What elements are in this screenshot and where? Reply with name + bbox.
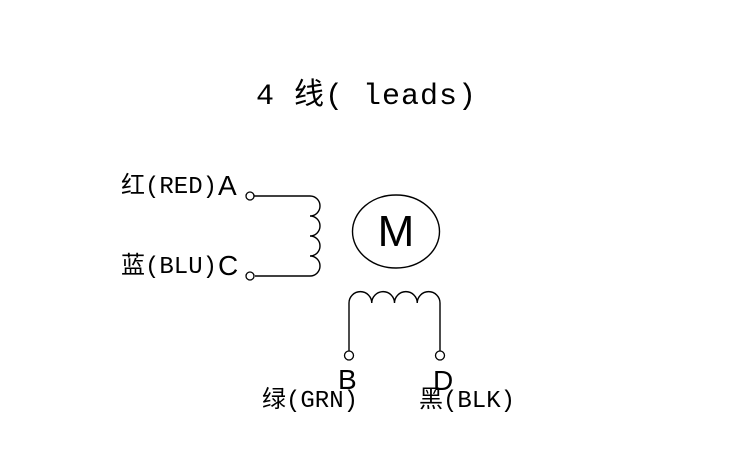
motor-letter: M [377, 206, 415, 256]
terminal-dot-d [434, 350, 446, 361]
diagram-title: 4 线( leads) [256, 80, 478, 114]
wire-label-black: 黑(BLK) [419, 388, 516, 415]
terminal-dot-c [245, 271, 255, 281]
motor-circle [351, 194, 441, 269]
terminal-dot-a [245, 191, 255, 201]
wire-label-green: 绿(GRN) [262, 388, 359, 415]
wire-label-red: 红(RED) [121, 174, 218, 201]
terminal-dot-b [343, 350, 355, 361]
terminal-letter-b: B [338, 364, 357, 395]
terminal-letter-a: A [218, 170, 237, 201]
terminal-letter-c: C [218, 250, 239, 281]
wire-label-blue: 蓝(BLU) [121, 254, 218, 281]
coil-phase-bd [348, 291, 441, 351]
coil-phase-ac [254, 195, 321, 277]
terminal-letter-d: D [433, 365, 454, 396]
